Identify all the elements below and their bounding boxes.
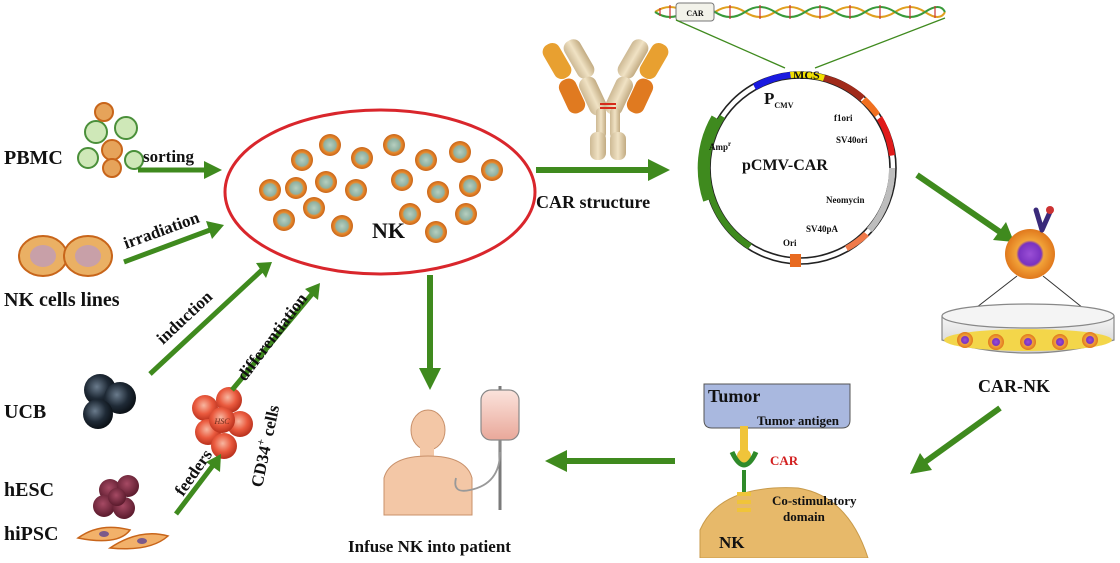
car-receptor [729,450,759,468]
plasmid-amp-label: Ampr [709,140,731,152]
differentiation-label: differentiation [233,289,311,384]
mechanism-car-label: CAR [770,453,799,468]
car-structure-label: CAR structure [536,192,650,212]
sorting-label: sorting [143,147,195,166]
plasmid-sv40ori-label: SV40ori [836,135,868,145]
carnk-to-mechanism-arrow [923,405,1002,465]
plasmid-to-carnk-arrow [915,172,1002,235]
arrows [123,159,1014,516]
dna-helix: CAR [654,2,946,22]
zoom-line-left [675,19,786,69]
pcmv-segment [753,72,791,90]
plasmid-mcs-label: MCS [793,68,820,82]
plasmid-ori-label: Ori [783,238,797,248]
induction-arrow [148,268,264,376]
dna-car-label: CAR [686,9,704,18]
car-nk-image [941,206,1115,354]
mechanism-costim-label-1: Co-stimulatory [772,493,857,508]
mcs-segment [790,71,825,81]
mechanism-costim-label-2: domain [783,509,826,524]
plasmid-sv40pa-label: SV40pA [806,224,839,234]
plasmid-f1ori-label: f1ori [834,113,853,123]
plasmid-neomycin-label: Neomycin [826,195,865,205]
sv40pa-segment [845,232,869,251]
car-structure-image [542,39,669,160]
differentiation-arrow [230,292,314,392]
hsc-label: HSC [213,417,230,426]
pbmc-label: PBMC [4,147,63,169]
feeders-arrow [174,462,216,516]
mechanism-antigen-label: Tumor antigen [757,413,840,428]
nk-pool-label: NK [372,218,405,243]
iv-tube [454,451,501,492]
plasmid-name-label: pCMV-CAR [742,157,828,174]
hesc-label: hESC [4,479,54,501]
mechanism-tumor-label: Tumor [708,386,760,406]
patient-infusion-image [383,386,520,516]
amp-segment [703,115,752,249]
mechanism-nk-label: NK [719,533,745,552]
zoom-line-right [814,17,946,69]
neomycin-segment [867,168,896,232]
car-nk-label: CAR-NK [978,376,1050,396]
hipsc-label: hiPSC [4,523,58,545]
ucb-label: UCB [4,401,46,423]
ori-segment [790,254,801,267]
sv40ori-segment [877,116,895,156]
hsc-cell-cluster [192,387,253,459]
cd34-label: CD34+ cells [246,403,283,489]
iv-bag [480,389,520,441]
mechanism-image [699,383,869,559]
nk-lines-label: NK cells lines [4,289,120,311]
infuse-label: Infuse NK into patient [348,537,511,556]
plasmid-pcmv-label: PCMV [764,89,794,110]
hipsc-cells-image [76,526,170,550]
dna-car-box [675,2,715,22]
tumor-block [703,383,851,429]
hesc-cells-image [93,475,139,519]
pbmc-cell-cluster [77,102,144,178]
plasmid-map [697,71,897,267]
nk-cell-lines-image [18,235,113,277]
tumor-antigen-stalk [740,426,748,454]
ucb-cells-image [83,374,136,429]
irradiation-arrow [123,227,211,265]
nk-cell-body [699,487,869,559]
f1ori-segment [861,97,880,117]
nk-cells-group [259,134,503,243]
car-nk-cell [1005,229,1055,279]
